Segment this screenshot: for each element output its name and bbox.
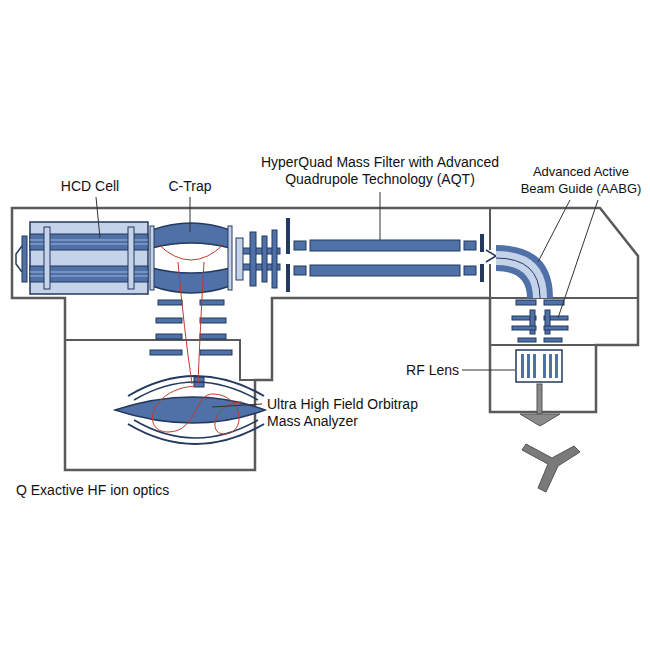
c-trap-rod [152,223,230,248]
slit-lens [156,334,182,339]
part-label: RF Lens [385,362,459,379]
slit-lens [200,318,226,323]
guide-plate [518,338,536,342]
guide-plate [544,300,564,305]
guide-plate [544,326,568,330]
quadrupole-prefilter [294,266,306,275]
rf-lens-electrode [555,354,558,378]
ion-path [158,244,224,260]
callout-anchor: RF Lens [385,362,459,379]
rf-lens-electrode [549,354,552,378]
rf-lens-frame [516,350,562,382]
rf-lens-electrode [533,354,536,378]
callout-anchor: HyperQuad Mass Filter with Advanced Quad… [255,154,505,188]
leader-line [96,197,100,238]
rf-lens-electrode [521,354,524,378]
ion-path [198,262,204,384]
part-label: HCD Cell [40,178,140,195]
callout-anchor: C-Trap [140,178,240,195]
quadrupole-postfilter [464,266,476,275]
part-label: C-Trap [140,178,240,195]
leader-line [462,370,515,371]
leader-line [190,197,191,232]
callout-anchor: Advanced Active Beam Guide (AABG) [518,163,644,197]
guide-plate [516,300,536,305]
caption-anchor: Q Exactive HF ion optics [16,482,316,499]
aperture-plate [286,218,290,254]
lens-plate [236,238,243,280]
lens-plate [272,230,277,288]
rf-lens-electrode [543,354,546,378]
lens-plate [262,236,267,282]
exit-lens [480,234,484,252]
quadrupole-rod [310,240,460,251]
hcd-plate [128,227,134,289]
housing-wall [490,208,638,345]
slit-lens [156,318,182,323]
bent-guide-body [496,246,552,298]
slit-lens [200,300,224,305]
slit-lens [200,334,226,339]
c-trap-cap [150,226,154,290]
slit-lens [150,350,182,355]
end-cap [22,236,27,282]
hcd-cell-body [30,222,148,294]
callout-anchor: HCD Cell [40,178,140,195]
end-cap [16,246,22,272]
slit-lens [200,350,232,355]
slit-lens [158,300,182,305]
quadrupole-rod [310,265,460,276]
part-label: HyperQuad Mass Filter with Advanced Quad… [255,154,505,188]
figure-caption: Q Exactive HF ion optics [16,482,316,499]
leader-line [380,192,381,240]
ion-source-probe [522,444,580,492]
lens-plate [250,232,256,286]
transfer-capillary [537,384,542,414]
exit-lens [486,250,496,262]
hcd-plate [44,227,50,289]
c-trap-rod [152,268,230,293]
ion-path [152,386,242,434]
ion-path [178,262,192,384]
leader-line [538,200,570,262]
aperture-plate [286,264,290,292]
exit-lens [480,264,484,282]
housing-wall [65,340,255,380]
leader-line [558,200,598,318]
bent-guide-rod [496,268,530,298]
part-label: Ultra High Field Orbitrap Mass Analyzer [267,396,452,430]
vacuum-housing [12,208,638,470]
quadrupole-prefilter [294,241,306,250]
rf-lens-electrode [527,354,530,378]
bent-guide-axis [496,258,540,298]
leader-line [212,404,262,407]
inlet-cone [520,414,560,426]
callout-anchor: Ultra High Field Orbitrap Mass Analyzer [267,396,452,430]
quadrupole-postfilter [464,241,476,250]
part-label: Advanced Active Beam Guide (AABG) [518,163,644,197]
guide-plate [512,326,536,330]
guide-plate [544,338,562,342]
c-trap-cap [228,226,232,290]
